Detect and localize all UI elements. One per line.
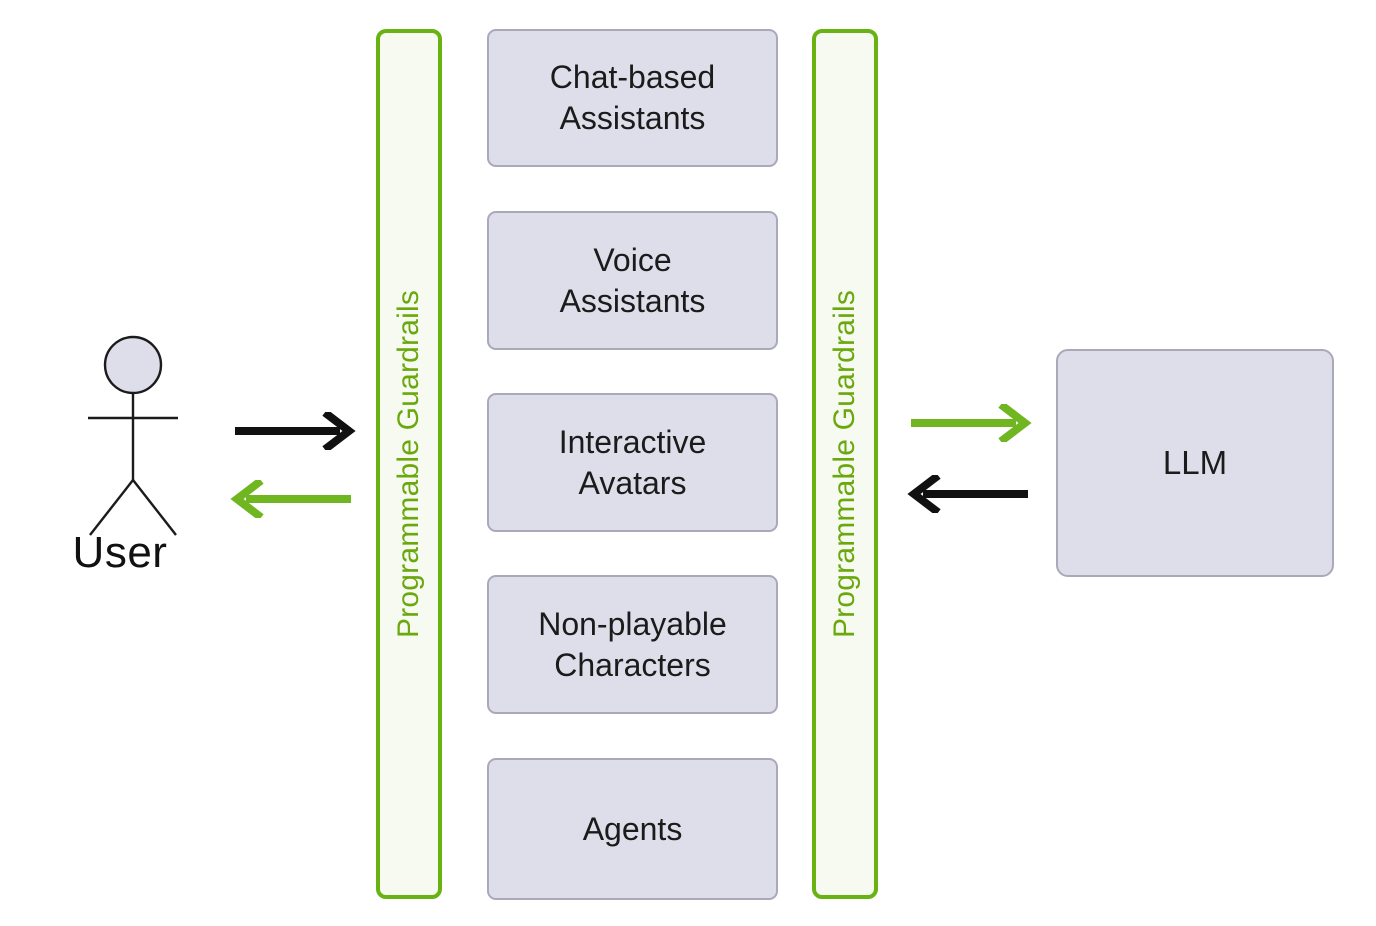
app-box-label-line1: Interactive [558,423,707,460]
guardrail-column-right[interactable]: Programmable Guardrails [812,29,878,899]
user-actor [58,330,208,590]
stick-figure-icon [88,335,178,536]
app-box-label-line2: Avatars [578,464,687,501]
app-box-label: Interactive Avatars [559,422,707,504]
llm-box[interactable]: LLM [1056,349,1334,577]
app-box-label: Agents [582,810,683,847]
app-box-interactive-avatars[interactable]: Interactive Avatars [487,393,778,532]
app-box-agents[interactable]: Agents [487,758,778,900]
app-box-chat-based-assistants[interactable]: Chat-based Assistants [487,29,778,167]
guardrail-left-label: Programmable Guardrails [392,289,425,639]
llm-to-guardrail-arrow [905,475,1031,513]
app-box-voice-assistants[interactable]: Voice Assistants [487,211,778,350]
app-box-label-line1: Chat-based [549,59,716,96]
app-box-label: Non-playable Characters [538,604,727,686]
guardrail-to-user-arrow [228,480,354,518]
app-box-label: Chat-based Assistants [550,57,715,139]
app-box-label-line1: Voice [593,241,672,278]
app-box-label-line1: Non-playable [538,605,727,642]
app-box-non-playable-characters[interactable]: Non-playable Characters [487,575,778,714]
guardrail-right-label: Programmable Guardrails [828,289,861,639]
user-to-guardrail-arrow [232,412,358,450]
app-box-label: Voice Assistants [560,240,706,322]
app-box-label-line2: Assistants [559,100,706,136]
app-box-label-line2: Characters [554,646,711,683]
llm-label: LLM [1162,444,1228,481]
user-label: User [72,528,168,577]
app-box-label-line2: Assistants [559,282,706,319]
guardrail-to-llm-arrow [908,404,1034,442]
guardrail-column-left[interactable]: Programmable Guardrails [376,29,442,899]
